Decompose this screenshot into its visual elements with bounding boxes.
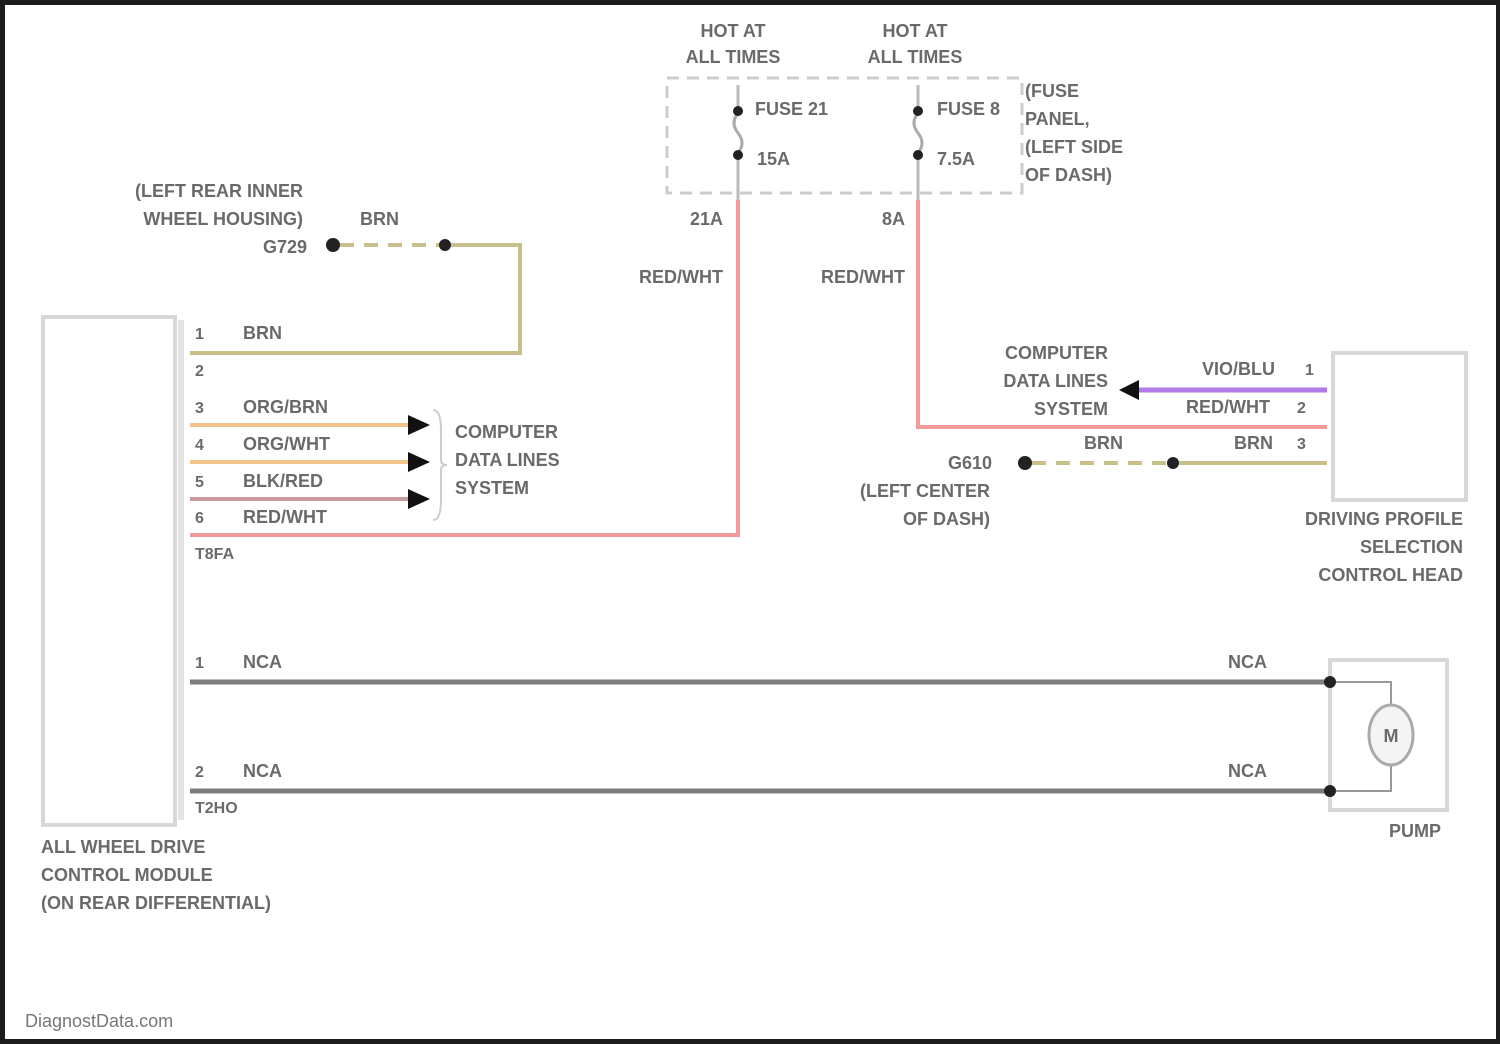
data-lines-left-2[interactable]: DATA LINES — [455, 450, 560, 470]
awd-label-1: ALL WHEEL DRIVE — [41, 837, 205, 857]
ch-pin-1: 1 — [1305, 362, 1314, 379]
hot-at-all-times-1: HOT AT — [701, 21, 766, 41]
wire-label-red-wht-1: RED/WHT — [639, 267, 723, 287]
pump-pin-2-wire: NCA — [243, 761, 282, 781]
awd-label-3: (ON REAR DIFFERENTIAL) — [41, 893, 271, 913]
data-lines-left-1[interactable]: COMPUTER — [455, 422, 558, 442]
fuse8-label: FUSE 8 — [937, 99, 1000, 119]
wire-brn-ground — [190, 245, 520, 353]
awd-pin-5-wire: BLK/RED — [243, 471, 323, 491]
control-head-label-2: SELECTION — [1360, 537, 1463, 557]
arrow-icon — [408, 415, 430, 509]
g729-label-2: WHEEL HOUSING) — [143, 209, 303, 229]
hot-at-all-times-2: HOT AT — [883, 21, 948, 41]
g610-label-2: (LEFT CENTER — [860, 481, 990, 501]
fuse-panel-outline — [667, 78, 1022, 193]
watermark: DiagnostData.com — [25, 1011, 173, 1031]
g729-label-3: G729 — [263, 237, 307, 257]
ch-pin-3: 3 — [1297, 436, 1306, 453]
connector-t8fa: T8FA — [195, 546, 235, 563]
ch-pin-2: 2 — [1297, 400, 1306, 417]
wire-red-wht-control-head — [918, 200, 1327, 427]
ch-pin-3-wire: BRN — [1234, 433, 1273, 453]
awd-pin-2: 2 — [195, 363, 204, 380]
hot-at-all-times-1b: ALL TIMES — [686, 47, 781, 67]
fuse-icon — [734, 113, 922, 153]
diagram-canvas: HOT AT ALL TIMES HOT AT ALL TIMES FUSE 2… — [5, 5, 1500, 1044]
awd-pin-6: 6 — [195, 510, 204, 527]
g610-label-3: OF DASH) — [903, 509, 990, 529]
awd-pin-1-wire: BRN — [243, 323, 282, 343]
control-head-label-3: CONTROL HEAD — [1318, 565, 1463, 585]
ch-pin-2-wire: RED/WHT — [1186, 397, 1270, 417]
data-lines-left-3[interactable]: SYSTEM — [455, 478, 529, 498]
fuse21-rating: 15A — [757, 149, 790, 169]
arrow-icon — [1119, 380, 1139, 400]
ground-g610-icon — [1018, 456, 1032, 470]
motor-label: M — [1384, 726, 1399, 746]
terminal-21a: 21A — [690, 209, 723, 229]
g729-label-1: (LEFT REAR INNER — [135, 181, 303, 201]
hot-at-all-times-2b: ALL TIMES — [868, 47, 963, 67]
fuse21-label: FUSE 21 — [755, 99, 828, 119]
fuse-panel-label-1: (FUSE — [1025, 81, 1079, 101]
pump-pin-2: 2 — [195, 764, 204, 781]
fuse-panel-label-4: OF DASH) — [1025, 165, 1112, 185]
ch-pin-1-wire: VIO/BLU — [1202, 359, 1275, 379]
fuse8-rating: 7.5A — [937, 149, 975, 169]
fuse-panel-label-2: PANEL, — [1025, 109, 1090, 129]
awd-control-module[interactable] — [43, 317, 175, 825]
pump-pin-1-wire: NCA — [243, 652, 282, 672]
awd-pin-5: 5 — [195, 474, 204, 491]
terminal-8a: 8A — [882, 209, 905, 229]
awd-pin-3-wire: ORG/BRN — [243, 397, 328, 417]
g610-label-1: G610 — [948, 453, 992, 473]
fuse-panel-label-3: (LEFT SIDE — [1025, 137, 1123, 157]
data-lines-right-3[interactable]: SYSTEM — [1034, 399, 1108, 419]
wire-label-red-wht-2: RED/WHT — [821, 267, 905, 287]
control-head-label-1: DRIVING PROFILE — [1305, 509, 1463, 529]
data-lines-right-1[interactable]: COMPUTER — [1005, 343, 1108, 363]
ground-g729-icon — [326, 238, 340, 252]
awd-pin-4-wire: ORG/WHT — [243, 434, 330, 454]
pump-label: PUMP — [1389, 821, 1441, 841]
pump-wire-1-label: NCA — [1228, 652, 1267, 672]
awd-pin-1: 1 — [195, 326, 204, 343]
pump-pin-1: 1 — [195, 655, 204, 672]
awd-pin-4: 4 — [195, 437, 204, 454]
g729-wire-label: BRN — [360, 209, 399, 229]
awd-pin-3: 3 — [195, 400, 204, 417]
driving-profile-control-head[interactable] — [1333, 353, 1466, 500]
g610-wire-label: BRN — [1084, 433, 1123, 453]
connector-t2ho: T2HO — [195, 800, 238, 817]
pump-wire-2-label: NCA — [1228, 761, 1267, 781]
awd-label-2: CONTROL MODULE — [41, 865, 213, 885]
brace-icon — [433, 410, 447, 520]
awd-pin-6-wire: RED/WHT — [243, 507, 327, 527]
data-lines-right-2[interactable]: DATA LINES — [1003, 371, 1108, 391]
